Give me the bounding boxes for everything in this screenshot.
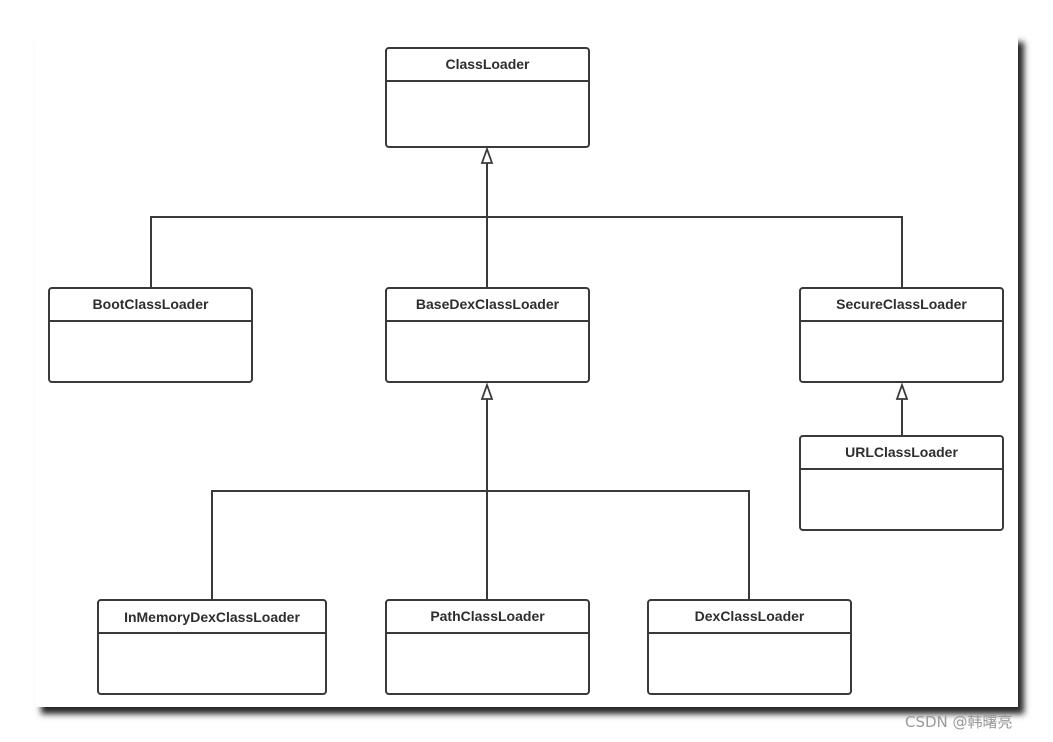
class-box-pathclassloader: PathClassLoader bbox=[385, 599, 590, 695]
class-name: URLClassLoader bbox=[845, 444, 958, 460]
class-name: SecureClassLoader bbox=[836, 296, 967, 312]
class-box-inmemorydexclassloader: InMemoryDexClassLoader bbox=[97, 599, 327, 695]
watermark-text: CSDN @韩曙亮 bbox=[905, 713, 1013, 731]
class-box-basedexclassloader: BaseDexClassLoader bbox=[385, 287, 590, 383]
class-name: BaseDexClassLoader bbox=[416, 296, 560, 312]
class-name: InMemoryDexClassLoader bbox=[124, 609, 300, 625]
connector-basedex-children bbox=[211, 399, 750, 599]
inheritance-arrow-classloader bbox=[480, 146, 494, 164]
class-box-secureclassloader: SecureClassLoader bbox=[799, 287, 1004, 383]
inheritance-arrow-secureclassloader bbox=[895, 382, 909, 400]
class-name: ClassLoader bbox=[445, 56, 530, 72]
class-box-dexclassloader: DexClassLoader bbox=[647, 599, 852, 695]
class-name: DexClassLoader bbox=[695, 608, 805, 624]
connector-classloader-children bbox=[150, 163, 903, 287]
class-name: PathClassLoader bbox=[430, 608, 545, 624]
inheritance-arrow-basedexclassloader bbox=[480, 382, 494, 400]
class-box-urlclassloader: URLClassLoader bbox=[799, 435, 1004, 531]
class-name: BootClassLoader bbox=[93, 296, 209, 312]
inheritance-connectors bbox=[150, 146, 909, 599]
class-box-bootclassloader: BootClassLoader bbox=[48, 287, 253, 383]
class-box-classloader: ClassLoader bbox=[385, 47, 590, 148]
